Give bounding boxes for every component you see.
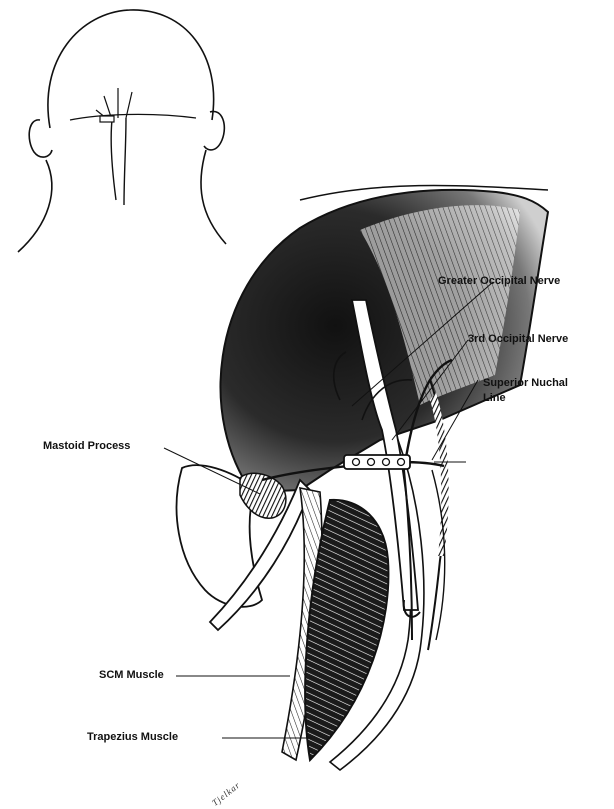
inset-left-ear [29,120,52,157]
label-superior-nuchal-line-2: Line [483,392,506,405]
label-trapezius-muscle: Trapezius Muscle [87,731,178,744]
label-third-occipital-nerve: 3rd Occipital Nerve [468,333,568,346]
head-inset [18,10,226,252]
inset-skull-outline [48,10,214,128]
decompression-plate [344,455,410,469]
plate-screw-hole [353,459,360,466]
label-greater-occipital-nerve: Greater Occipital Nerve [438,275,560,288]
label-superior-nuchal-line-1: Superior Nuchal [483,377,568,390]
inset-nerve-right [124,118,126,205]
inset-right-ear [204,111,224,150]
inset-right-neck [201,150,226,244]
plate-screw-hole [383,459,390,466]
label-scm-muscle: SCM Muscle [99,669,164,682]
main-surgical-view [177,186,548,770]
inset-left-neck [18,160,52,252]
inset-nerve-left [111,120,116,200]
inset-incision-marker [100,116,114,122]
label-mastoid-process: Mastoid Process [43,440,130,453]
inset-hairline [70,114,196,120]
plate-screw-hole [368,459,375,466]
plate-screw-hole [398,459,405,466]
